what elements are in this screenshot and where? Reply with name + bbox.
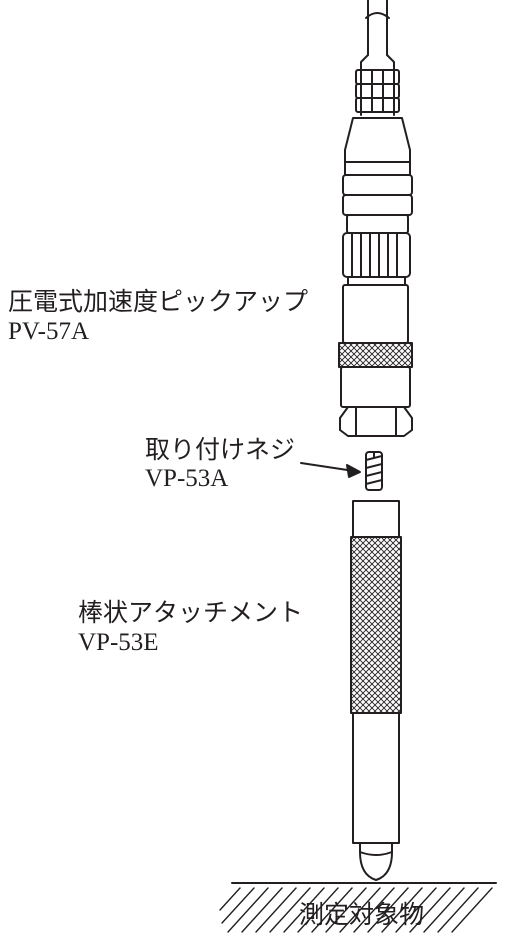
target-surface (219, 882, 497, 933)
screw-model-label: VP-53A (145, 465, 229, 492)
cable-strain-relief (355, 69, 400, 113)
screw-name-label: 取り付けネジ (145, 435, 296, 464)
connector-boot (342, 117, 413, 234)
target-label: 測定対象物 (299, 900, 425, 929)
bnc-connector-nut (342, 232, 411, 286)
attachment-model-label: VP-53E (78, 629, 159, 656)
attachment-name-label: 棒状アタッチメント (78, 598, 304, 627)
pickup-name-label: 圧電式加速度ピックアップ (8, 287, 309, 316)
pickup-model-label: PV-57A (8, 318, 90, 345)
screw-leader-arrow (300, 462, 361, 478)
pickup-body (338, 284, 413, 437)
mounting-screw (365, 451, 383, 491)
rod-attachment (350, 500, 402, 881)
